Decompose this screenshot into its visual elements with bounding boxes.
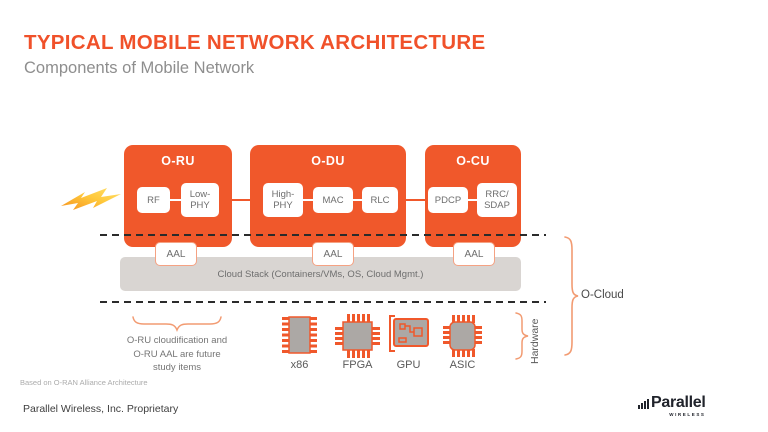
hardware-label: Hardware <box>529 318 541 364</box>
box-low-phy: Low- PHY <box>181 183 219 217</box>
aal-box-oru: AAL <box>155 242 197 266</box>
box-rf: RF <box>137 187 170 213</box>
o-cloud-brace <box>564 236 579 356</box>
connector-line <box>406 199 425 201</box>
dashed-line-bottom <box>100 301 546 303</box>
chip-asic-icon <box>443 315 482 357</box>
logo-tagline: WIRELESS <box>669 412 706 417</box>
parallel-wireless-logo: Parallel WIRELESS <box>638 394 706 417</box>
dashed-line-top <box>100 234 546 236</box>
chip-fpga-label: FPGA <box>342 359 373 371</box>
note-text: O-RU cloudification and O-RU AAL are fut… <box>126 335 228 373</box>
lightning-bolt-icon <box>61 188 121 210</box>
note-brace <box>132 316 222 332</box>
box-high-phy: High- PHY <box>263 183 303 217</box>
node-title: O-RU <box>161 154 195 168</box>
chip-gpu-icon <box>389 315 429 352</box>
page-subtitle: Components of Mobile Network <box>24 59 255 77</box>
node-title: O-CU <box>456 154 490 168</box>
logo-wordmark: Parallel <box>651 394 706 411</box>
connector-line <box>468 199 477 201</box>
connector-line <box>170 199 181 201</box>
connector-line <box>232 199 250 201</box>
box-rrc-sdap: RRC/ SDAP <box>477 183 517 217</box>
signal-bars-icon <box>638 399 649 409</box>
page-title: TYPICAL MOBILE NETWORK ARCHITECTURE <box>24 31 486 54</box>
connector-line <box>303 199 313 201</box>
hardware-brace <box>515 312 529 360</box>
o-cloud-label: O-Cloud <box>581 289 624 301</box>
footer-text: Parallel Wireless, Inc. Proprietary <box>23 403 179 415</box>
chip-fpga-icon <box>335 314 380 358</box>
aal-box-ocu: AAL <box>453 242 495 266</box>
box-rlc: RLC <box>362 187 398 213</box>
aal-box-odu: AAL <box>312 242 354 266</box>
connector-line <box>353 199 362 201</box>
chip-x86-icon <box>282 316 317 354</box>
footnote-text: Based on O-RAN Alliance Architecture <box>20 378 148 387</box>
node-title: O-DU <box>311 154 345 168</box>
box-pdcp: PDCP <box>428 187 468 213</box>
chip-asic-label: ASIC <box>449 359 476 371</box>
chip-gpu-label: GPU <box>396 359 421 371</box>
chip-x86-label: x86 <box>290 359 309 371</box>
box-mac: MAC <box>313 187 353 213</box>
